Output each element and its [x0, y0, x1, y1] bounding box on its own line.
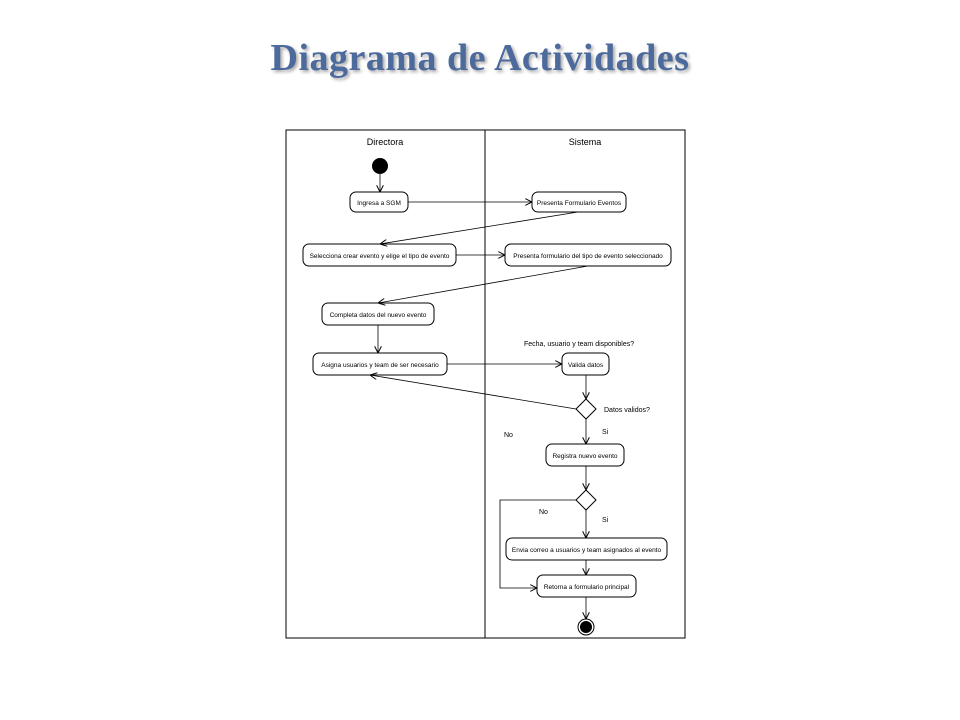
- final-node-dot: [580, 621, 592, 633]
- edge-decision2-no-retorna: [499, 499, 576, 588]
- svg-text:Valida datos: Valida datos: [568, 362, 604, 369]
- slide-title: Diagrama de Actividades: [270, 37, 690, 79]
- initial-node: [372, 158, 388, 174]
- svg-text:Selecciona crear evento y elig: Selecciona crear evento y elige el tipo …: [310, 253, 450, 260]
- svg-text:Ingresa a SGM: Ingresa a SGM: [357, 200, 401, 207]
- label-datos-validos: Datos validos?: [604, 407, 650, 414]
- svg-text:Presenta Formulario Eventos: Presenta Formulario Eventos: [537, 200, 622, 207]
- node-ingresa: Ingresa a SGM: [349, 191, 409, 213]
- edge-presenta-tipo-completa: [378, 265, 589, 303]
- svg-text:Retorna a formulario principal: Retorna a formulario principal: [544, 584, 630, 591]
- label-no-2: No: [539, 509, 548, 516]
- label-no-1: No: [504, 432, 513, 439]
- label-si-1: Si: [602, 429, 609, 436]
- node-selecciona: Selecciona crear evento y elige el tipo …: [302, 243, 457, 267]
- node-presenta-tipo: Presenta formulario del tipo de evento s…: [504, 243, 672, 267]
- node-retorna: Retorna a formulario principal: [536, 574, 637, 598]
- node-presenta-formulario: Presenta Formulario Eventos: [531, 191, 627, 213]
- node-completa: Completa datos del nuevo evento: [321, 302, 435, 326]
- node-valida: Valida datos: [561, 352, 610, 376]
- svg-text:Asigna usuarios y team de ser: Asigna usuarios y team de ser necesario: [321, 362, 439, 369]
- label-fecha-disponibles: Fecha, usuario y team disponibles?: [524, 341, 634, 348]
- svg-text:Registra nuevo evento: Registra nuevo evento: [552, 453, 617, 460]
- edge-presenta-selecciona: [380, 211, 579, 244]
- node-envia: Envia correo a usuarios y team asignados…: [505, 537, 668, 561]
- svg-text:Presenta formulario del tipo d: Presenta formulario del tipo de evento s…: [513, 253, 663, 260]
- svg-text:Completa datos del nuevo event: Completa datos del nuevo evento: [330, 312, 427, 319]
- edge-decision-no-asigna: [370, 375, 577, 410]
- lane-directora: Directora: [367, 137, 404, 147]
- node-asigna: Asigna usuarios y team de ser necesario: [312, 352, 448, 376]
- svg-text:Envia correo a usuarios y team: Envia correo a usuarios y team asignados…: [512, 547, 662, 554]
- label-si-2: Si: [602, 517, 609, 524]
- lane-sistema: Sistema: [569, 137, 602, 147]
- node-registra: Registra nuevo evento: [545, 443, 625, 467]
